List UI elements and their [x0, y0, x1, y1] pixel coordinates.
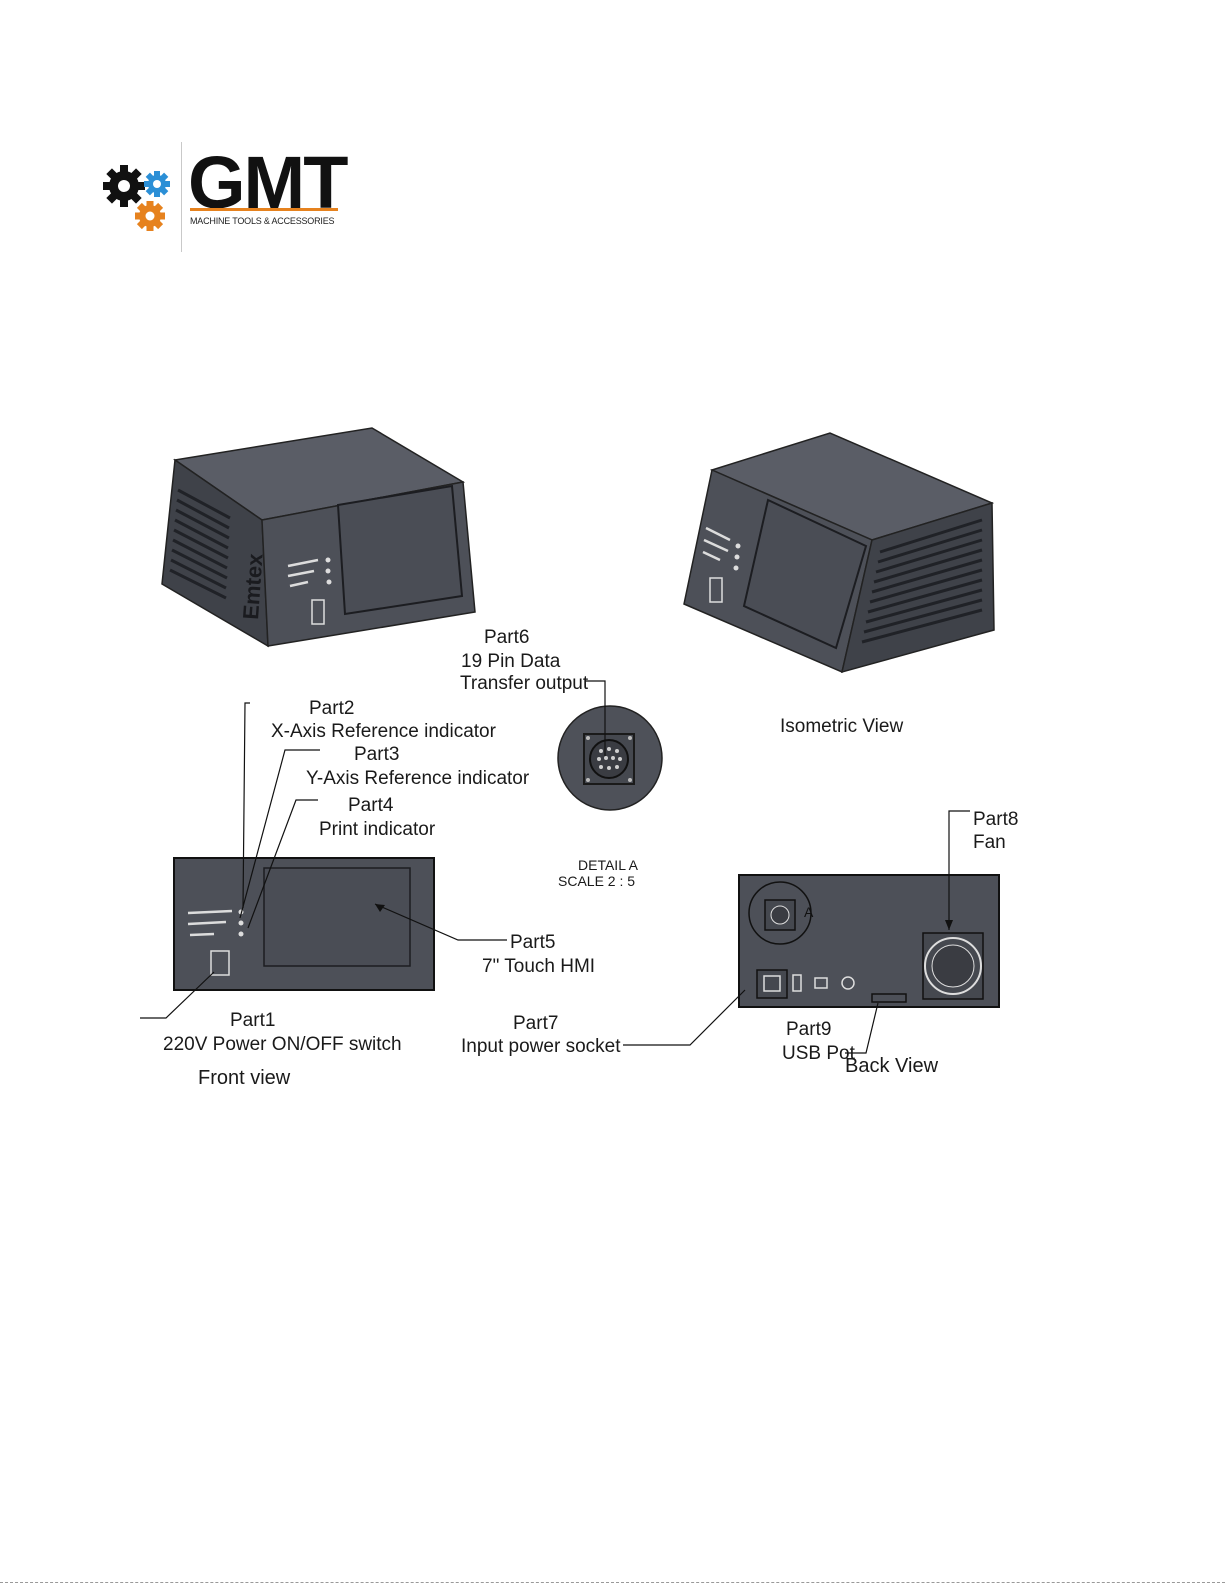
- device-brand-text: Emtex: [238, 552, 268, 620]
- logo-wordmark: GMT: [188, 141, 348, 224]
- company-logo: [100, 138, 350, 254]
- part3-description: Y-Axis Reference indicator: [306, 768, 530, 789]
- detail-a-view: [557, 705, 663, 811]
- part3-title: Part3: [354, 744, 400, 765]
- part7-description: Input power socket: [461, 1036, 621, 1057]
- front-view-caption: Front view: [198, 1067, 291, 1089]
- part8-description: Fan: [973, 832, 1006, 853]
- back-view: A: [738, 874, 1000, 1008]
- front-view: [173, 857, 435, 991]
- detail-a-marker: A: [804, 904, 814, 920]
- part6-title: Part6: [484, 627, 530, 648]
- part8-title: Part8: [973, 809, 1019, 830]
- logo-divider: [181, 142, 182, 252]
- part1-description: 220V Power ON/OFF switch: [163, 1034, 402, 1055]
- detail-a-scale: SCALE 2 : 5: [558, 873, 636, 889]
- detail-a-title: DETAIL A: [578, 857, 638, 873]
- leader-lines: [140, 680, 970, 1054]
- page-bottom-rule: [0, 1582, 1225, 1584]
- isometric-right-unit: [683, 432, 995, 674]
- orange-gear-icon: [135, 201, 165, 231]
- black-gear-icon: [103, 165, 145, 207]
- part7-title: Part7: [513, 1013, 559, 1034]
- logo-tagline: MACHINE TOOLS & ACCESSORIES: [190, 216, 335, 226]
- leader-arrowheads: [375, 904, 953, 930]
- part5-description: 7" Touch HMI: [482, 956, 596, 977]
- logo-accent-rule: [190, 208, 338, 211]
- part5-title: Part5: [510, 932, 556, 953]
- part1-title: Part1: [230, 1010, 276, 1031]
- blue-gear-icon: [144, 171, 170, 197]
- part4-title: Part4: [348, 795, 394, 816]
- part2-title: Part2: [309, 698, 355, 719]
- part6-description-line1: 19 Pin Data: [461, 651, 561, 672]
- part9-title: Part9: [786, 1019, 832, 1040]
- part9-description: USB Pot: [782, 1043, 855, 1064]
- isometric-left-unit: Emtex: [161, 427, 476, 648]
- part2-description: X-Axis Reference indicator: [271, 721, 496, 742]
- part6-description-line2: Transfer output: [460, 673, 589, 694]
- back-view-caption: Back View: [845, 1055, 939, 1077]
- gears-icon: [103, 165, 170, 231]
- part4-description: Print indicator: [319, 819, 436, 840]
- isometric-view-caption: Isometric View: [780, 716, 904, 737]
